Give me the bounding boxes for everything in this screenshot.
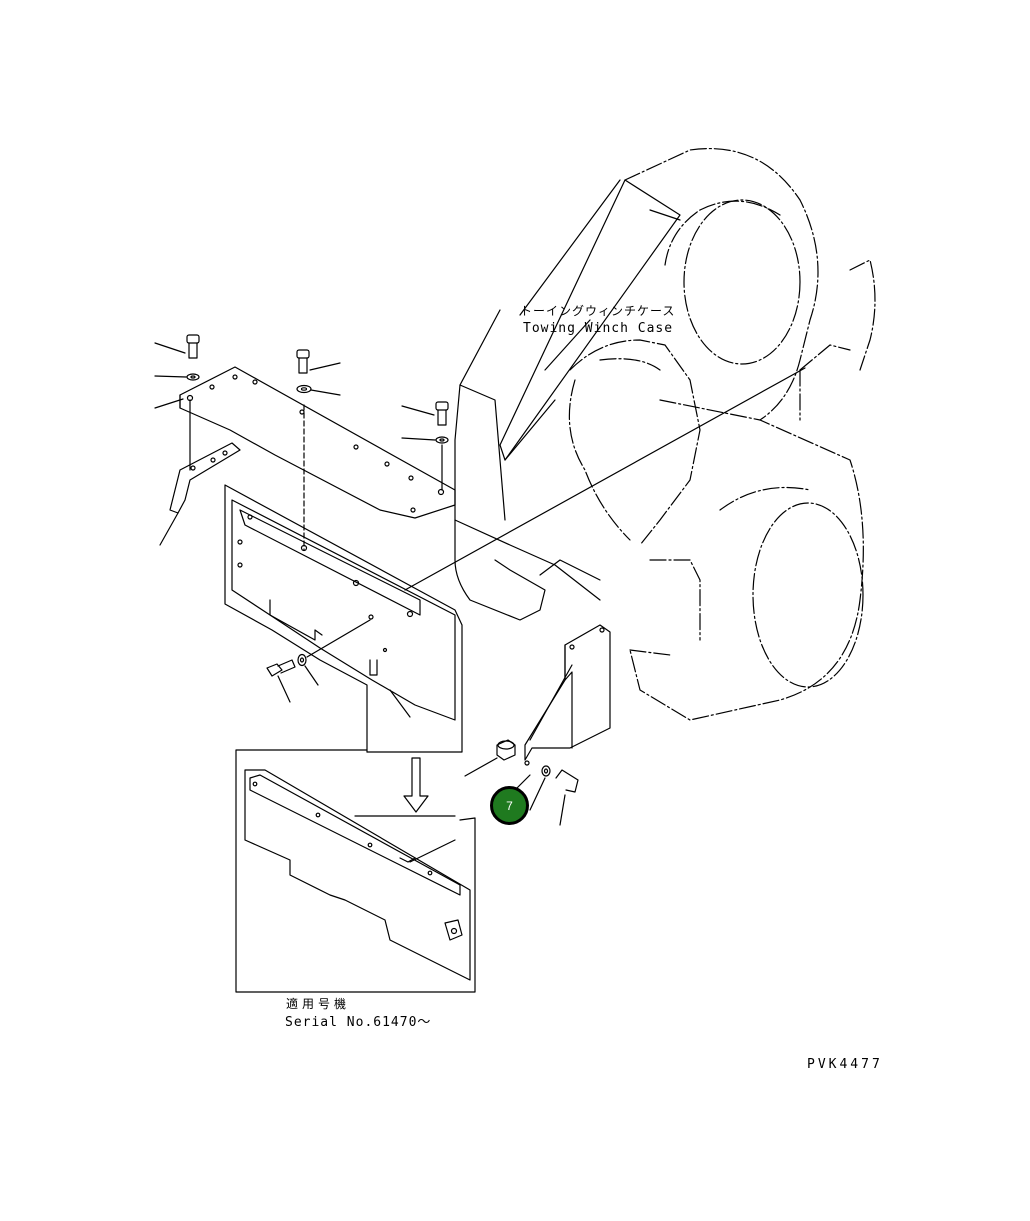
down-arrow bbox=[403, 757, 429, 813]
side-cover-plate bbox=[224, 484, 463, 753]
case-front-outline bbox=[454, 179, 681, 621]
serial-label-japanese: 適用号機 bbox=[286, 997, 351, 1011]
bolt-top-left bbox=[154, 334, 200, 471]
mounting-bracket bbox=[524, 624, 611, 766]
callout-7[interactable]: 7 bbox=[490, 786, 529, 825]
left-bracket bbox=[159, 442, 241, 546]
case-label-english: Towing Winch Case bbox=[523, 321, 674, 336]
spacer-collar bbox=[464, 739, 516, 777]
bolt-top-right bbox=[401, 401, 449, 491]
towing-winch-case bbox=[568, 148, 876, 721]
bolt-top-middle bbox=[296, 349, 341, 551]
case-label-japanese: トーイングウィンチケース bbox=[520, 304, 676, 318]
leader-plate-to-case bbox=[404, 367, 806, 591]
serial-label-english: Serial No.61470～ bbox=[285, 1015, 432, 1030]
drawing-number: PVK4477 bbox=[807, 1057, 883, 1072]
side-plate-bolt bbox=[266, 619, 371, 703]
detail-box bbox=[235, 749, 476, 993]
top-cover-plate bbox=[179, 366, 456, 519]
